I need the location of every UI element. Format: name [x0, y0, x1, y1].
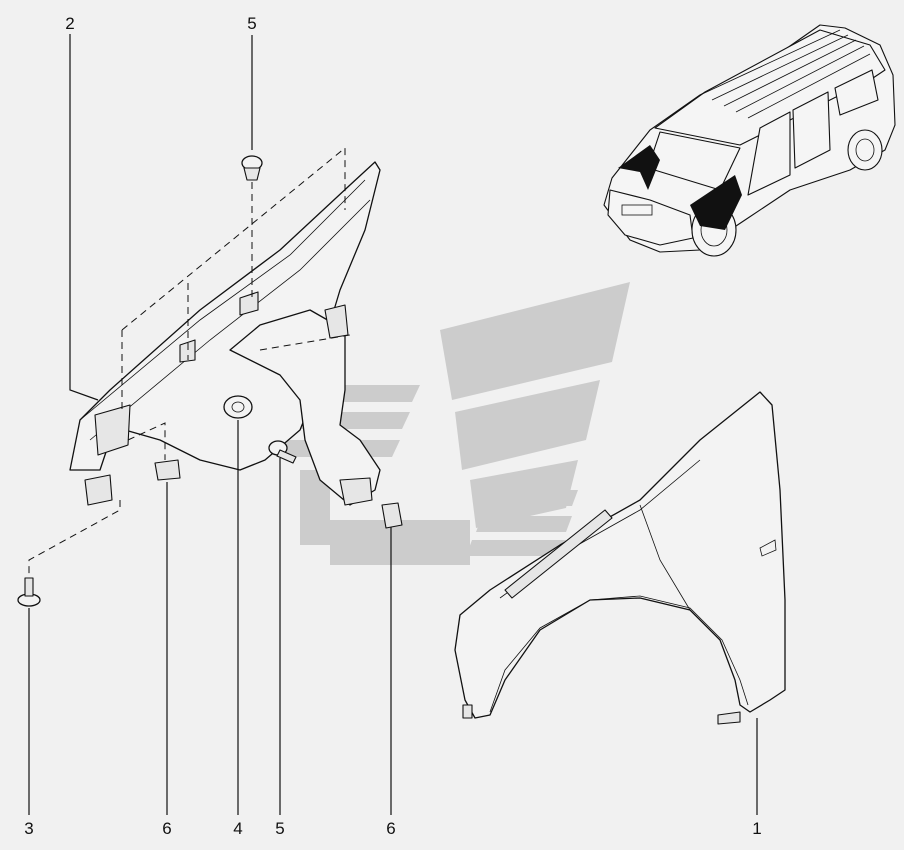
watermark-logo: [276, 282, 630, 565]
callout-1: 1: [752, 819, 761, 838]
callout-2: 2: [65, 14, 74, 33]
callout-6-left: 6: [162, 819, 171, 838]
leader-lines: [28, 34, 758, 815]
fender-part-1: [454, 391, 786, 725]
callout-labels: 2 5 3 6 4 5 6 1: [24, 14, 761, 838]
highlight-hood-area: [618, 145, 660, 190]
highlight-fender-area: [690, 175, 742, 230]
clip-part-5-top: [241, 155, 263, 181]
leader-2: [69, 34, 99, 401]
clip-part-6-left: [154, 459, 181, 481]
assembly-lines: [28, 146, 351, 578]
nut-part-4: [223, 395, 253, 419]
car-overview: [603, 24, 896, 257]
callout-5-top: 5: [247, 14, 256, 33]
bolt-part-5-bottom: [268, 440, 297, 464]
callout-5-bottom: 5: [275, 819, 284, 838]
callout-4: 4: [233, 819, 242, 838]
callout-3: 3: [24, 819, 33, 838]
liner-part-2: [69, 161, 381, 506]
callout-6-right: 6: [386, 819, 395, 838]
clip-part-6-right: [381, 502, 403, 529]
bolt-part-3: [17, 577, 41, 607]
